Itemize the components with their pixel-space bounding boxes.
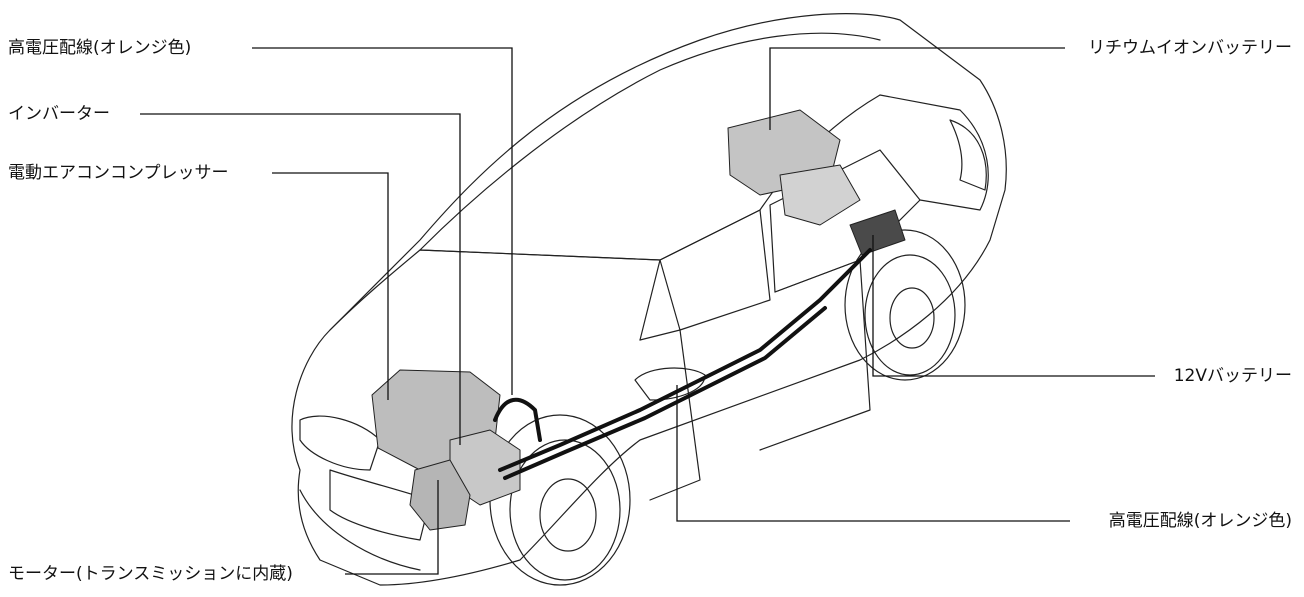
front-bumper <box>299 489 421 571</box>
tail-light <box>949 119 987 191</box>
leader-12v-battery <box>872 235 1155 377</box>
front-wheel-hub <box>539 478 597 552</box>
rear-door-line <box>759 259 871 451</box>
side-mirror <box>634 367 706 401</box>
leader-electric-ac-compressor <box>272 172 389 400</box>
leader-high-voltage-wiring-top <box>252 47 513 395</box>
leader-motor <box>345 480 439 575</box>
leader-inverter <box>140 113 461 445</box>
battery-module <box>779 164 861 226</box>
hv-cable-front-loop <box>493 397 542 442</box>
hood-line <box>329 249 661 341</box>
label-motor: モーター(トランスミッションに内蔵) <box>8 564 293 584</box>
hv-cable-main <box>498 248 872 472</box>
label-lithium-ion-battery: リチウムイオンバッテリー <box>1088 38 1292 58</box>
label-inverter: インバーター <box>8 104 110 124</box>
c-pillar <box>879 94 989 211</box>
motor-unit <box>409 459 471 531</box>
leader-lithium-ion-battery <box>769 47 1065 130</box>
rear-wheel-hub <box>889 287 935 349</box>
rear-wheel-arch <box>844 229 966 381</box>
battery-12v-box <box>849 209 906 256</box>
label-electric-ac-compressor: 電動エアコンコンプレッサー <box>8 163 229 183</box>
front-door-line <box>639 329 701 501</box>
label-high-voltage-wiring-bottom: 高電圧配線(オレンジ色) <box>1108 511 1292 531</box>
label-12v-battery: 12Vバッテリー <box>1173 366 1292 386</box>
label-high-voltage-wiring-top: 高電圧配線(オレンジ色) <box>8 38 192 58</box>
hv-cable-secondary <box>503 306 827 480</box>
roof-line <box>419 32 881 251</box>
car-body-outline <box>291 13 1007 586</box>
front-wheel <box>509 439 621 581</box>
front-side-window <box>659 209 771 331</box>
rear-wheel <box>864 254 956 376</box>
headlight <box>299 415 381 471</box>
leader-high-voltage-wiring-bottom <box>676 385 1070 522</box>
